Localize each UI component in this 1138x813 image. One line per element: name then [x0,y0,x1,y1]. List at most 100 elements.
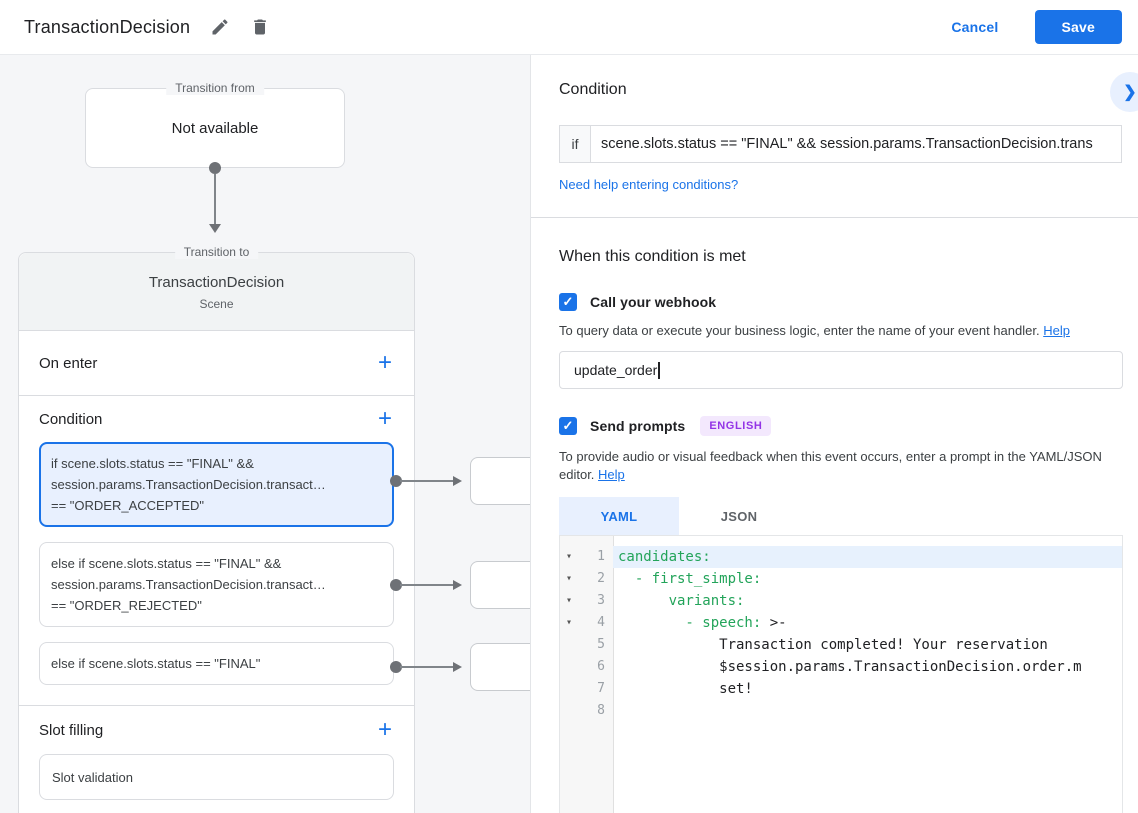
transition-target-box[interactable] [470,643,530,691]
line-number: 8 [597,703,605,718]
condition-section-header: Condition + [19,396,414,442]
helper-text: To provide audio or visual feedback when… [559,449,1102,482]
condition-section-label: Condition [39,410,103,428]
connector-dot [209,162,221,174]
condition-card-order-rejected[interactable]: else if scene.slots.status == "FINAL" &&… [39,542,394,627]
tab-json[interactable]: JSON [720,508,758,524]
connector-line [400,584,453,586]
scene-diagram-canvas: Transition from Not available Transition… [0,55,530,813]
scene-card-header: TransactionDecision Scene [19,253,414,331]
save-button[interactable]: Save [1034,10,1122,44]
text-cursor [658,361,660,379]
check-icon: ✓ [562,418,574,433]
prompts-helper-text: To provide audio or visual feedback when… [559,448,1111,484]
scene-name: TransactionDecision [148,274,285,291]
cancel-button[interactable]: Cancel [951,19,999,35]
collapse-panel-button[interactable]: ❯ [1110,72,1138,112]
slot-validation-card[interactable]: Slot validation [39,754,394,800]
language-badge: ENGLISH [700,416,772,436]
condition-text: if scene.slots.status == "FINAL" && [51,456,254,471]
send-prompts-checkbox[interactable]: ✓ [559,417,577,435]
fold-arrow-icon[interactable]: ▾ [565,573,573,584]
add-on-enter-button[interactable]: + [377,349,392,376]
delete-icon[interactable] [244,11,276,43]
page-title: TransactionDecision [24,16,191,37]
line-number: 3 [597,593,605,608]
condition-help-link[interactable]: Need help entering conditions? [559,177,739,192]
line-number: 6 [597,659,605,674]
webhook-handler-input[interactable]: update_order [559,351,1123,389]
code-line: 5 Transaction completed! Your reservatio… [560,634,1122,656]
code-text: - speech: [618,615,770,631]
chevron-right-icon: ❯ [1123,84,1137,101]
code-line: ▾ 1 candidates: [560,546,1122,568]
add-condition-button[interactable]: + [377,405,392,432]
condition-text: session.params.TransactionDecision.trans… [51,477,326,492]
code-line: 7 set! [560,678,1122,700]
line-number: 5 [597,637,605,652]
connector-dot [390,579,402,591]
connector-line [400,666,453,668]
condition-text: else if scene.slots.status == "FINAL" && [51,556,282,571]
arrow-right-icon [453,662,462,672]
code-text: candidates: [618,549,711,565]
line-number: 4 [597,615,605,630]
webhook-help-link[interactable]: Help [1043,323,1070,338]
tab-yaml[interactable]: YAML [559,497,679,535]
on-enter-section: On enter + [19,331,414,396]
arrow-down-icon [209,224,221,233]
fold-arrow-icon[interactable]: ▾ [565,551,573,562]
code-line: 6 $session.params.TransactionDecision.or… [560,656,1122,678]
line-number: 2 [597,571,605,586]
connector-dot [390,475,402,487]
send-prompts-label: Send prompts [590,418,686,434]
transition-to-card: Transition to TransactionDecision Scene … [18,245,415,813]
prompts-help-link[interactable]: Help [598,467,625,482]
webhook-label: Call your webhook [590,294,717,310]
app-header: TransactionDecision Cancel Save [0,0,1138,55]
add-slot-button[interactable]: + [377,716,392,743]
code-text: - first_simple: [618,571,762,587]
section-divider [19,705,414,706]
condition-detail-panel: Condition ❯ if scene.slots.status == "FI… [530,55,1138,813]
edit-icon[interactable] [204,11,236,43]
if-prefix-label: if [559,125,590,163]
code-line: 8 [560,700,1122,722]
code-line: ▾ 2 - first_simple: [560,568,1122,590]
webhook-checkbox[interactable]: ✓ [559,293,577,311]
when-met-heading: When this condition is met [559,248,746,265]
on-enter-label: On enter [39,354,98,372]
prompt-format-tabs: YAML JSON [559,497,1122,535]
transition-to-label: Transition to [174,245,259,259]
webhook-handler-value: update_order [574,362,658,378]
code-line: ▾3 variants: [560,590,1122,612]
condition-card-order-accepted[interactable]: if scene.slots.status == "FINAL" && sess… [39,442,394,527]
code-text: $session.params.TransactionDecision.orde… [618,659,1082,675]
condition-expression-input[interactable]: scene.slots.status == "FINAL" && session… [590,125,1122,163]
condition-expression-row: if scene.slots.status == "FINAL" && sess… [559,125,1122,163]
transition-target-box[interactable] [470,457,530,505]
transition-from-label: Transition from [166,81,264,95]
transition-from-box: Transition from Not available [85,81,345,168]
connector-line [400,480,453,482]
fold-arrow-icon[interactable]: ▾ [565,595,573,606]
code-line: ▾4 - speech: >- [560,612,1122,634]
connector-dot [390,661,402,673]
condition-text: else if scene.slots.status == "FINAL" [51,656,261,671]
connector-line [214,174,216,224]
transition-target-box[interactable] [470,561,530,609]
yaml-prompt-editor[interactable]: ▾1 candidates: ▾2 - first_simple: ▾3 var… [559,535,1123,813]
fold-arrow-icon[interactable]: ▾ [565,617,573,628]
line-number: 1 [597,549,605,564]
arrow-right-icon [453,580,462,590]
check-icon: ✓ [562,294,574,309]
condition-card-final[interactable]: else if scene.slots.status == "FINAL" [39,642,394,685]
line-number: 7 [597,681,605,696]
slot-filling-label: Slot filling [39,721,104,739]
arrow-right-icon [453,476,462,486]
transition-from-content: Not available [171,119,259,137]
slot-validation-label: Slot validation [52,769,133,785]
webhook-helper-text: To query data or execute your business l… [559,322,1111,340]
panel-divider [531,217,1138,218]
